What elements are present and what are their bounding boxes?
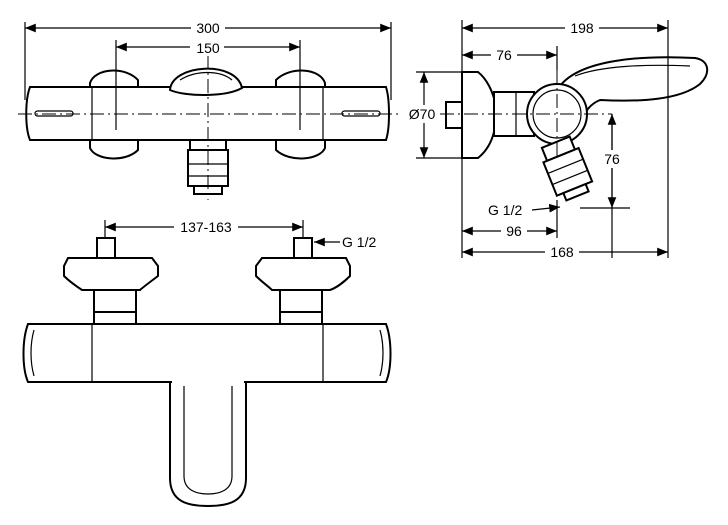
side-outlet-line-2 <box>552 169 588 186</box>
side-thread-leader <box>531 203 561 213</box>
side-dim-168-label-bg <box>545 242 579 260</box>
top-dome-inner <box>179 71 233 81</box>
side-dim-76-label-bg <box>491 45 517 63</box>
front-right-inlet-stub <box>293 237 313 259</box>
side-outlet <box>540 135 594 202</box>
side-dim-76v-label-bg <box>599 150 625 168</box>
top-dim-300-label: 300 <box>196 20 220 36</box>
side-inlet-stub <box>445 101 463 129</box>
side-dim-dia-label-bg <box>405 105 439 123</box>
top-view: 300 150 <box>18 18 400 200</box>
front-dim-label: 137-163 <box>180 219 232 235</box>
front-dim-label-bg <box>174 217 238 235</box>
front-body-left-cap-shade <box>30 329 35 377</box>
top-dim-150-label: 150 <box>196 40 220 56</box>
side-thread-label: G 1/2 <box>488 202 522 218</box>
side-dim-96-label: 96 <box>506 223 522 239</box>
front-spout-inner <box>183 370 233 495</box>
front-right-flange <box>255 257 351 291</box>
side-dim-168-label: 168 <box>550 244 574 260</box>
front-left-nut <box>93 289 137 313</box>
side-outlet-tip <box>562 182 590 202</box>
side-dim-76v-label: 76 <box>604 151 620 167</box>
side-outlet-line-1 <box>547 158 584 174</box>
side-spout <box>558 56 709 121</box>
side-view: 198 76 Ø70 76 G 1/2 96 168 <box>405 18 709 260</box>
front-right-nut <box>279 289 323 313</box>
front-body-right-cap-shade <box>379 329 384 377</box>
front-left-inlet-stub <box>96 237 116 259</box>
side-wall-flange <box>461 71 495 159</box>
front-left-flange <box>63 257 159 291</box>
side-dim-96-label-bg <box>501 221 527 239</box>
front-spout <box>169 359 247 508</box>
side-dim-76-label: 76 <box>496 47 512 63</box>
side-spout-inner <box>574 64 691 77</box>
top-dim-300-label-bg <box>191 18 225 36</box>
front-spout-joint <box>172 381 244 386</box>
front-main-body <box>22 323 392 383</box>
side-dim-dia-label: Ø70 <box>409 106 436 122</box>
front-view: 137-163 G 1/2 <box>22 217 392 508</box>
top-dim-150-label-bg <box>190 38 224 56</box>
side-dim-198-label: 198 <box>570 20 594 36</box>
side-dim-198-label-bg <box>565 18 599 36</box>
front-thread-label: G 1/2 <box>342 234 376 250</box>
